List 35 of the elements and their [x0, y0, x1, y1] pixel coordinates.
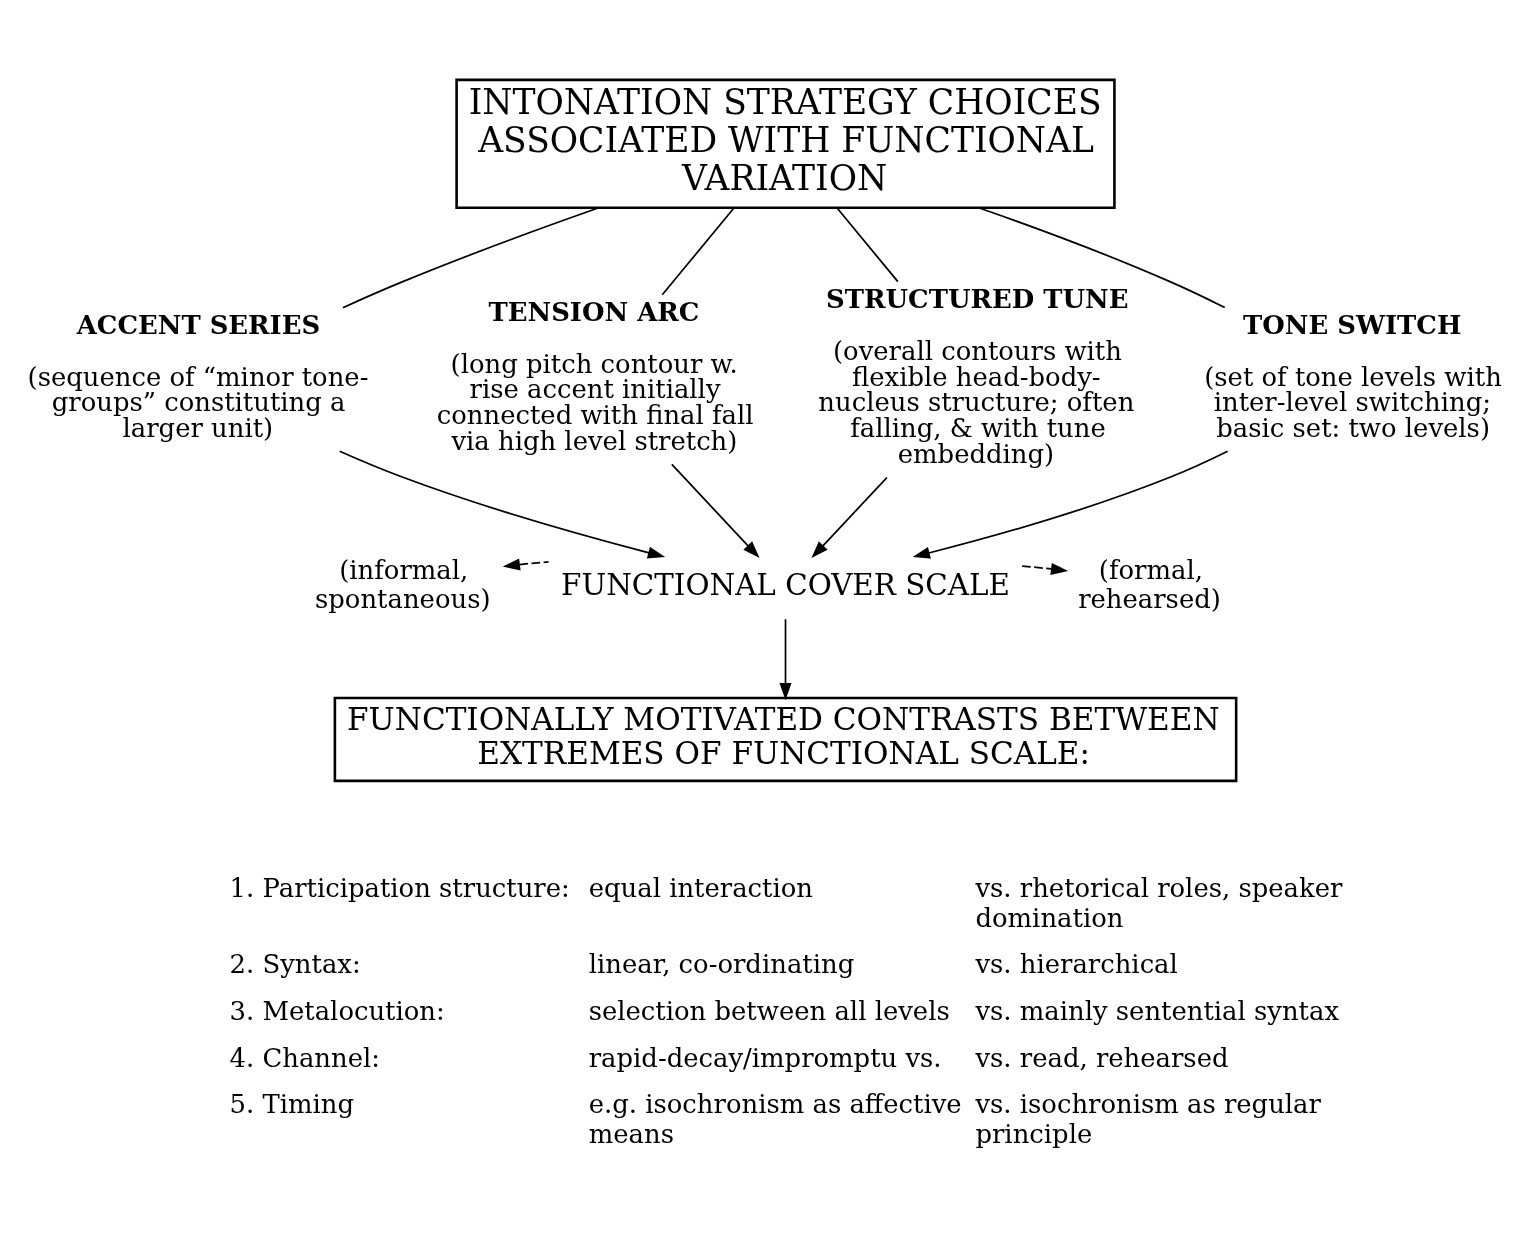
node-text: (formal, rehearsed) [1078, 554, 1221, 614]
connector [661, 206, 735, 296]
arrow [811, 476, 888, 558]
arrow [670, 463, 760, 558]
label: vs. hierarchical [975, 948, 1178, 979]
label: 4. Channel: [229, 1042, 380, 1073]
label: linear, co-ordinating [588, 948, 855, 979]
label: 2. Syntax: [229, 948, 361, 979]
label: e.g. isochronism as affective means [588, 1088, 962, 1149]
arrow [779, 617, 792, 700]
label: 1. Participation structure: [229, 872, 570, 903]
node-box: FUNCTIONALLY MOTIVATED CONTRASTS BETWEEN EXTREMES OF FUNCTIONAL SCALE: [333, 696, 1238, 782]
node-text: TONE SWITCH (set of tone levels with inter-level switching; basic set: two levels) [1204, 309, 1502, 443]
label: vs. read, rehearsed [975, 1042, 1229, 1073]
label: vs. rhetorical roles, speaker domination [975, 872, 1343, 933]
label: vs. isochronism as regular principle [975, 1088, 1321, 1149]
node-text: STRUCTURED TUNE (overall contours with flexible head-body-nucleus structure; often falling, & with tune embedding) [818, 283, 1135, 469]
arrow [338, 449, 666, 559]
arrow [1021, 562, 1069, 575]
label: selection between all levels [588, 995, 950, 1026]
connector [836, 206, 899, 283]
arrow [502, 558, 550, 570]
label: 5. Timing [229, 1088, 355, 1119]
label: equal interaction [588, 872, 814, 903]
node-text: (informal, spontaneous) [315, 554, 491, 614]
label: rapid-decay/impromptu vs. [588, 1042, 942, 1073]
connector [342, 206, 600, 309]
node-text: TENSION ARC (long pitch contour w. rise accent initially connected with final fall via high level stretch) [436, 296, 754, 456]
label: 3. Metalocution: [229, 995, 445, 1026]
node-box: INTONATION STRATEGY CHOICES ASSOCIATED WITH FUNCTIONAL VARIATION [455, 78, 1116, 209]
arrow [912, 449, 1229, 559]
node-text: FUNCTIONAL COVER SCALE [561, 567, 1010, 602]
node-text: ACCENT SERIES (sequence of “minor tone-groups” constituting a larger unit) [27, 309, 369, 443]
label: vs. mainly sentential syntax [975, 995, 1340, 1026]
connector [977, 206, 1226, 308]
